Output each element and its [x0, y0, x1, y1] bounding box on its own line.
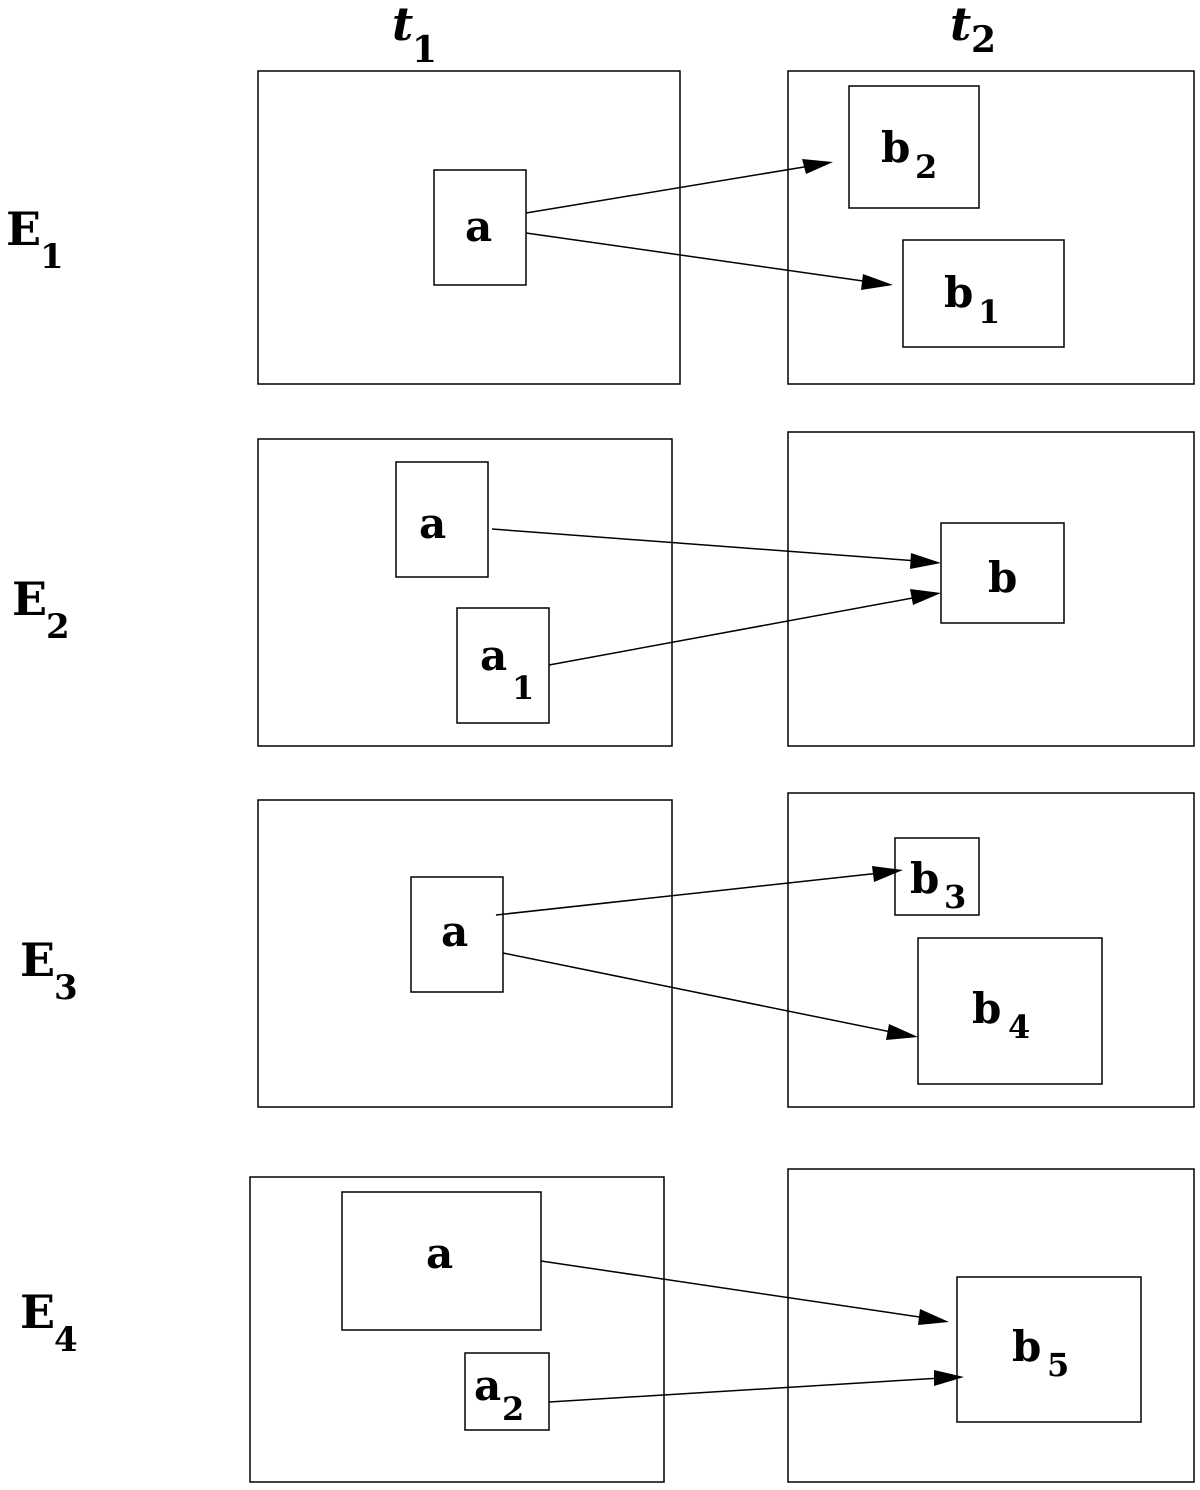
arrow-e3-a-to-b3	[495, 866, 903, 916]
object-e2-b-label: b	[988, 553, 1017, 602]
column-header-t2: t 2	[950, 0, 996, 61]
object-e2-a1-sub: 1	[512, 669, 534, 707]
arrow-e4-a-to-b5	[540, 1260, 949, 1325]
e4-t1-frame	[249, 1176, 665, 1483]
row-label-e3-sub: 3	[54, 968, 78, 1008]
object-e3-b3-letter: b	[910, 854, 939, 903]
object-e1-b1-letter: b	[944, 268, 973, 317]
row-label-e1-sub: 1	[40, 237, 64, 277]
object-e4-b5-letter: b	[1012, 1322, 1041, 1371]
e2-t1-frame	[257, 438, 673, 747]
column-header-t2-letter: t	[950, 0, 971, 51]
e1-t1-frame	[257, 70, 681, 385]
object-e2-a[interactable]: a	[395, 461, 489, 578]
arrow-e3-a-to-b4	[502, 952, 918, 1040]
object-e3-b4-letter: b	[972, 984, 1001, 1033]
object-e4-a2-sub: 2	[502, 1390, 524, 1428]
arrow-e1-a-to-b1	[525, 232, 893, 290]
object-e2-b[interactable]: b	[940, 522, 1065, 624]
arrow-e2-a-to-b	[491, 528, 941, 569]
object-e4-a-label: a	[426, 1229, 453, 1278]
object-e2-a1[interactable]: a 1	[456, 607, 550, 724]
object-e4-b5-sub: 5	[1047, 1346, 1069, 1384]
row-label-e3-letter: E	[20, 933, 55, 987]
arrow-e4-a2-to-b5	[548, 1370, 964, 1403]
object-e3-b3[interactable]: b 3	[894, 837, 980, 916]
object-e1-b1[interactable]: b 1	[902, 239, 1065, 348]
arrow-e1-a-to-b2	[525, 159, 833, 214]
object-e4-b5[interactable]: b 5	[956, 1276, 1142, 1423]
object-e1-b2-letter: b	[881, 123, 910, 172]
row-label-e4-letter: E	[20, 1285, 55, 1339]
object-e3-b3-box	[894, 837, 980, 916]
arrow-e2-a1-to-b	[548, 589, 941, 666]
column-header-t2-sub: 2	[971, 19, 996, 61]
column-header-t1: t 1	[392, 0, 437, 71]
object-e3-a-label: a	[441, 907, 468, 956]
row-label-e4-sub: 4	[54, 1320, 78, 1360]
row-label-e2: E 2	[12, 572, 70, 647]
object-e4-a2-letter: a	[474, 1361, 501, 1410]
object-e3-b4-sub: 4	[1008, 1008, 1030, 1046]
object-e3-b4-box	[917, 937, 1103, 1085]
object-e4-b5-box	[956, 1276, 1142, 1423]
object-e1-b1-sub: 1	[978, 293, 1000, 331]
object-e4-a2[interactable]: a 2	[464, 1352, 550, 1431]
e3-t1-frame	[257, 799, 673, 1108]
object-e4-a[interactable]: a	[341, 1191, 542, 1331]
object-e1-a-label: a	[465, 202, 492, 251]
object-e1-b1-box	[902, 239, 1065, 348]
e1-t2-frame	[787, 70, 1195, 385]
row-label-e4: E 4	[20, 1285, 78, 1360]
object-e2-a-label: a	[419, 499, 446, 548]
row-label-e1-letter: E	[6, 202, 41, 256]
object-e2-a-box	[395, 461, 489, 578]
object-e3-b3-sub: 3	[944, 878, 966, 916]
row-label-e3: E 3	[20, 933, 78, 1008]
object-e3-a[interactable]: a	[410, 876, 504, 993]
row-label-e1: E 1	[6, 202, 64, 277]
object-e1-a-box	[433, 169, 527, 286]
object-e2-a1-letter: a	[480, 631, 507, 680]
row-label-e2-letter: E	[12, 572, 47, 626]
object-e4-a2-box	[464, 1352, 550, 1431]
object-e1-b2-box	[848, 85, 980, 209]
row-label-e2-sub: 2	[46, 607, 70, 647]
e3-t2-frame	[787, 792, 1195, 1108]
object-e2-b-box	[940, 522, 1065, 624]
column-header-t1-sub: 1	[412, 29, 437, 71]
object-e1-a[interactable]: a	[433, 169, 527, 286]
object-e1-b2[interactable]: b 2	[848, 85, 980, 209]
e4-t2-frame	[787, 1168, 1195, 1483]
object-e1-b2-sub: 2	[915, 148, 937, 186]
e2-t2-frame	[787, 431, 1195, 747]
object-e3-a-box	[410, 876, 504, 993]
object-e2-a1-box	[456, 607, 550, 724]
object-e4-a-box	[341, 1191, 542, 1331]
column-header-t1-letter: t	[392, 0, 413, 51]
object-e3-b4[interactable]: b 4	[917, 937, 1103, 1085]
